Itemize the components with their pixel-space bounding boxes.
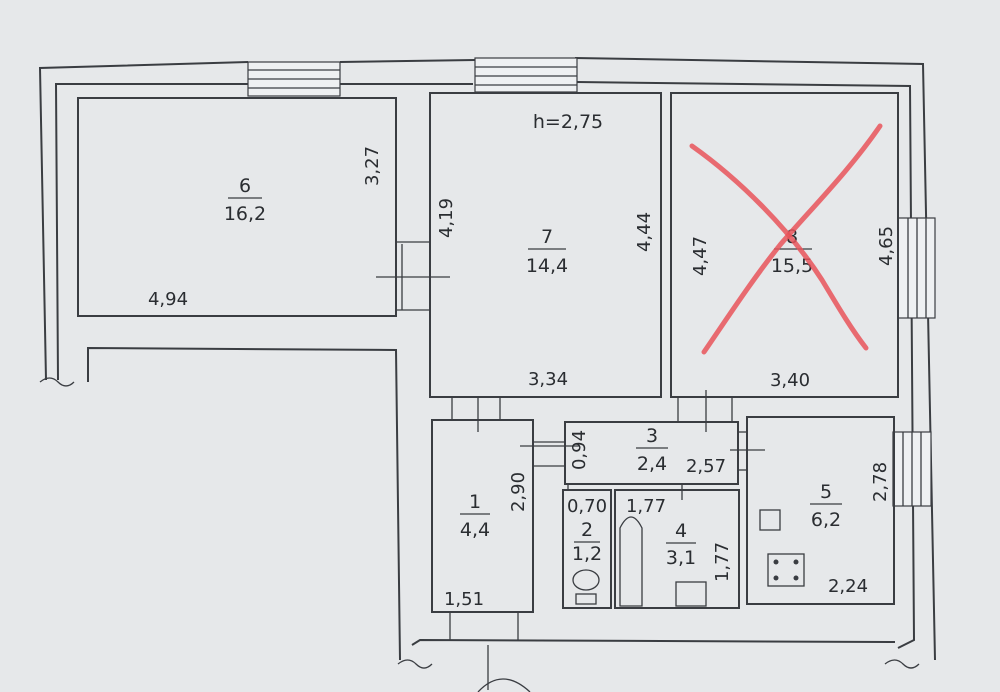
room-3-area: 2,4 xyxy=(637,453,667,475)
dimension-labels: 4,94 3,27 4,19 4,44 3,34 4,47 4,65 3,40 … xyxy=(148,146,897,610)
dim-room2-width: 0,70 xyxy=(567,496,607,517)
dim-room3-height: 0,94 xyxy=(569,430,590,470)
dim-room7-bottom: 3,34 xyxy=(528,369,568,390)
dim-room8-right: 4,65 xyxy=(876,226,897,266)
dim-room5-width: 2,24 xyxy=(828,576,868,597)
doors xyxy=(376,241,765,640)
room-7-area: 14,4 xyxy=(526,255,568,277)
room-outlines xyxy=(77,92,899,613)
dim-room7-left: 4,19 xyxy=(436,198,457,238)
room-8 xyxy=(670,92,899,398)
dim-room3-width: 2,57 xyxy=(686,456,726,477)
room-6-number: 6 xyxy=(239,175,251,197)
kitchen-sink-icon xyxy=(759,509,781,531)
stove-icon xyxy=(767,553,805,587)
room-2 xyxy=(562,489,612,609)
room-2-number: 2 xyxy=(581,519,593,541)
dim-room7-right: 4,44 xyxy=(634,212,655,252)
room-6-area: 16,2 xyxy=(224,203,266,225)
bathtub-icon xyxy=(619,516,643,607)
room-4 xyxy=(614,489,740,609)
room-7 xyxy=(429,92,662,398)
outer-walls xyxy=(38,57,936,692)
fixtures xyxy=(572,509,805,607)
room-6 xyxy=(77,97,397,317)
windows xyxy=(247,57,936,507)
dim-room8-bottom: 3,40 xyxy=(770,370,810,391)
room-1 xyxy=(431,419,534,613)
room-3 xyxy=(564,421,739,485)
window-room7 xyxy=(474,57,578,93)
dim-room4-height: 1,77 xyxy=(712,542,733,582)
room-3-number: 3 xyxy=(646,425,658,447)
room-4-number: 4 xyxy=(675,520,687,542)
dim-room1-bottom: 1,51 xyxy=(444,589,484,610)
ceiling-height-label: h=2,75 xyxy=(533,111,603,133)
toilet-tank-icon xyxy=(575,593,597,605)
cross-stroke-1 xyxy=(689,143,869,351)
room-1-number: 1 xyxy=(469,491,481,513)
room-labels: 6 16,2 7 14,4 8 15,5 1 4,4 2 1,2 3 2,4 4… xyxy=(224,111,842,569)
room-2-area: 1,2 xyxy=(572,543,602,565)
dim-room5-height: 2,78 xyxy=(870,462,891,502)
dim-room8-left: 4,47 xyxy=(690,236,711,276)
dim-room6-height: 3,27 xyxy=(362,146,383,186)
dim-room1-height: 2,90 xyxy=(508,472,529,512)
room-5-area: 6,2 xyxy=(811,509,841,531)
dim-room6-width: 4,94 xyxy=(148,289,188,310)
toilet-icon xyxy=(572,569,600,591)
room-5 xyxy=(746,416,895,605)
sink-icon xyxy=(675,581,707,607)
cross-stroke-2 xyxy=(701,123,883,355)
room-4-area: 3,1 xyxy=(666,547,696,569)
dim-room4-width: 1,77 xyxy=(626,496,666,517)
red-cross-mark xyxy=(689,123,883,355)
room-5-number: 5 xyxy=(820,481,832,503)
room-1-area: 4,4 xyxy=(460,519,490,541)
room-8-area: 15,5 xyxy=(771,255,813,277)
room-7-number: 7 xyxy=(541,226,553,248)
